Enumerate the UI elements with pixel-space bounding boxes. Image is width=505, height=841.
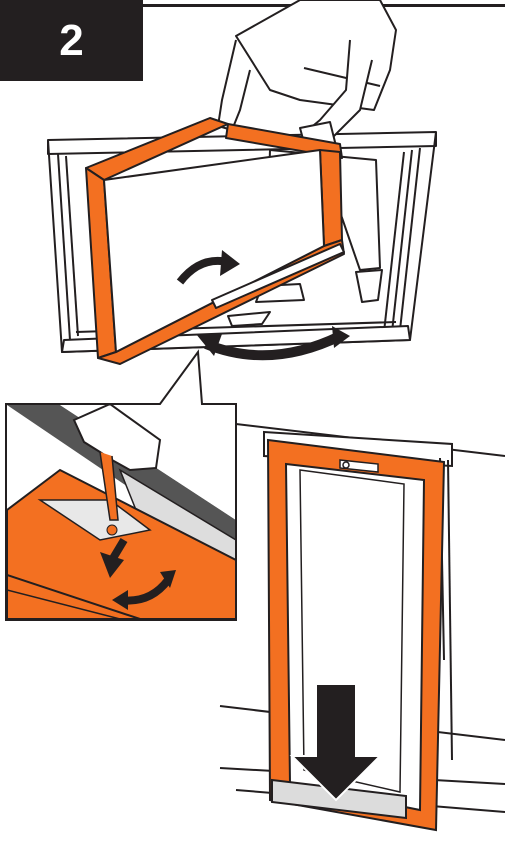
scene-remove-sash [48,0,436,364]
detail-callout [6,352,236,620]
scene-install-sash [220,424,505,830]
